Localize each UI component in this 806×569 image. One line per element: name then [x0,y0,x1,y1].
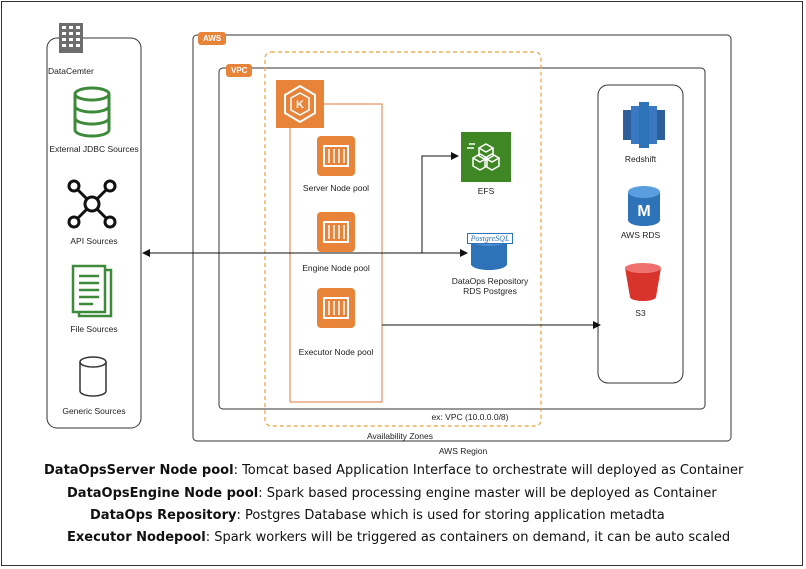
storage-box [597,84,684,384]
datacenter-box [46,37,142,429]
repository-label-line2: RDS Postgres [463,286,517,296]
repository-label-line1: DataOps Repository [451,276,529,286]
description-term: DataOpsServer Node pool [44,463,234,478]
datacenter-item-label: File Sources [70,324,118,334]
network-hub-icon [67,179,117,229]
server-node-pool-icon [317,136,355,176]
executor-node-pool-icon [317,288,355,328]
datacenter-item-label: Generic Sources [62,406,126,416]
s3-bucket-icon [625,263,661,301]
aws-rds-icon: M [628,186,660,226]
vpc-box [218,67,706,410]
description-text: : Spark based processing engine master w… [258,486,717,501]
description-text: : Postgres Database which is used for st… [236,508,665,523]
database-icon [73,86,111,138]
node-pool-label: Server Node pool [302,183,370,193]
description-term: Executor Nodepool [67,530,206,545]
building-icon [59,23,83,53]
svg-text:M: M [637,203,650,220]
engine-node-pool-icon [317,212,355,252]
description-line: DataOpsEngine Node pool: Spark based pro… [67,486,717,501]
node-pool-label: Engine Node pool [302,263,370,273]
description-line: DataOpsServer Node pool: Tomcat based Ap… [44,463,743,478]
cylinder-icon [79,356,107,397]
aws-region-box [192,34,732,442]
datacenter-title: DataCemter [48,66,94,76]
storage-label: Redshift [624,154,657,164]
availability-zones-label: Availability Zones [367,431,433,441]
node-pool-label: Executor Node pool [298,347,374,357]
aws-tag: AWS [198,32,227,45]
datacenter-item-label: API Sources [70,236,118,246]
svg-text:K: K [296,99,304,111]
datacenter-item-label: External JDBC Sources [49,144,139,154]
aws-region-label: AWS Region [438,446,488,456]
redshift-icon [623,102,665,148]
vpc-tag: VPC [226,64,253,77]
efs-label: EFS [477,186,495,196]
storage-label: AWS RDS [620,230,661,240]
arrow-to-efs [382,152,459,254]
kubernetes-eks-icon: K [276,80,324,128]
storage-label: S3 [635,308,646,318]
description-line: Executor Nodepool: Spark workers will be… [67,530,730,545]
vpc-label: ex: VPC (10.0.0.0/8) [431,412,509,422]
documents-icon [71,264,113,318]
description-line: DataOps Repository: Postgres Database wh… [90,508,665,523]
efs-icon [461,132,511,182]
postgres-badge: PostgreSQL [467,233,513,244]
description-term: DataOpsEngine Node pool [67,486,259,501]
description-text: : Tomcat based Application Interface to … [233,463,744,478]
description-term: DataOps Repository [90,508,237,523]
description-text: : Spark workers will be triggered as con… [205,530,731,545]
